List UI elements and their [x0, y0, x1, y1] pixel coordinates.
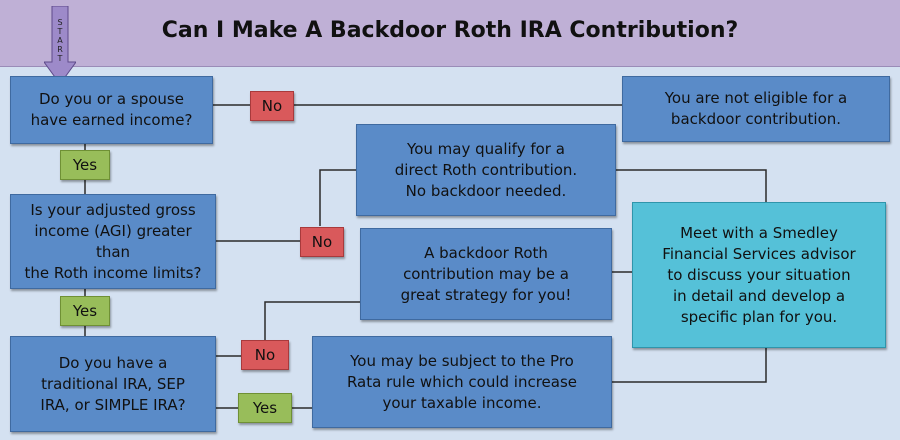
outcome-meet-advisor: Meet with a Smedley Financial Services a… — [632, 202, 886, 348]
yes-tag-earned-income: Yes — [60, 150, 110, 180]
question-line: IRA, or SIMPLE IRA? — [40, 395, 186, 414]
title-bar: Can I Make A Backdoor Roth IRA Contribut… — [0, 0, 900, 67]
connector-no3-backdoor — [264, 301, 360, 340]
outcome-not-eligible: You are not eligible for a backdoor cont… — [622, 76, 890, 142]
no-tag-agi: No — [300, 227, 344, 257]
yes-tag-agi: Yes — [60, 296, 110, 326]
question-line: Is your adjusted gross — [30, 200, 196, 219]
outcome-line: direct Roth contribution. — [394, 160, 578, 179]
question-line: Do you have a — [58, 353, 168, 372]
start-arrow-icon — [44, 6, 76, 85]
no-tag-existing-ira: No — [241, 340, 289, 370]
outcome-line: You are not eligible for a — [664, 89, 848, 107]
question-existing-ira: Do you have a traditional IRA, SEP IRA, … — [10, 336, 216, 432]
outcome-backdoor-strategy: A backdoor Roth contribution may be a gr… — [360, 228, 612, 320]
yes-tag-existing-ira: Yes — [238, 393, 292, 423]
connector-no2-direct — [319, 169, 356, 226]
outcome-line: in detail and develop a — [672, 286, 846, 305]
outcome-line: No backdoor needed. — [405, 181, 567, 200]
outcome-line: Financial Services advisor — [662, 244, 856, 263]
question-line: have earned income? — [30, 111, 193, 129]
outcome-direct-roth: You may qualify for a direct Roth contri… — [356, 124, 616, 216]
no-tag-earned-income: No — [250, 91, 294, 121]
question-agi-limit: Is your adjusted gross income (AGI) grea… — [10, 194, 216, 289]
outcome-line: Rata rule which could increase — [346, 372, 578, 391]
connector-direct-advisor — [616, 169, 767, 202]
question-line: Do you or a spouse — [39, 90, 184, 108]
outcome-line: specific plan for you. — [680, 307, 838, 326]
outcome-line: your taxable income. — [382, 393, 542, 412]
question-earned-income: Do you or a spouse have earned income? — [10, 76, 213, 144]
outcome-line: to discuss your situation — [667, 265, 851, 284]
outcome-line: backdoor contribution. — [670, 110, 842, 128]
question-line: traditional IRA, SEP — [41, 374, 185, 393]
outcome-pro-rata: You may be subject to the Pro Rata rule … — [312, 336, 612, 428]
outcome-line: Meet with a Smedley — [680, 223, 838, 242]
outcome-line: You may qualify for a — [407, 139, 565, 158]
outcome-line: great strategy for you! — [400, 285, 572, 304]
page-title: Can I Make A Backdoor Roth IRA Contribut… — [161, 18, 739, 43]
outcome-line: A backdoor Roth — [424, 243, 548, 262]
question-line: income (AGI) greater than — [34, 221, 192, 261]
question-line: the Roth income limits? — [24, 263, 202, 282]
outcome-line: You may be subject to the Pro — [350, 351, 574, 370]
outcome-line: contribution may be a — [403, 264, 569, 283]
connector-prorata-advisor — [612, 348, 767, 383]
